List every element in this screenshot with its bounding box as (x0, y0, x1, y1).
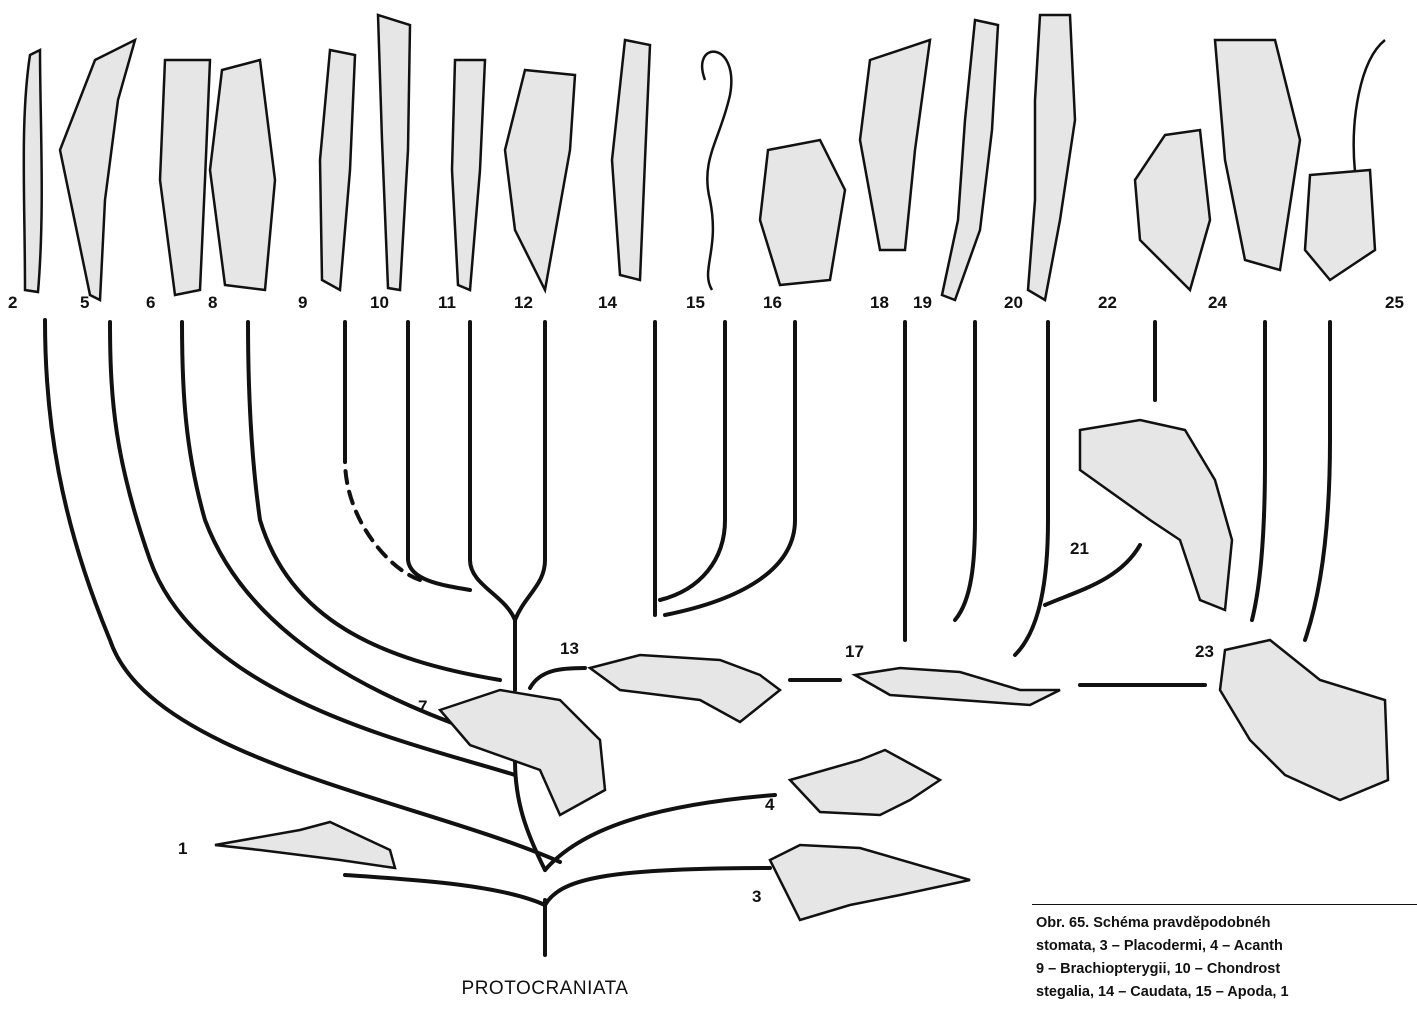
branch-to-10 (408, 322, 470, 590)
animal-11-illustration (452, 60, 485, 290)
animal-3-illustration (770, 845, 970, 920)
label-10: 10 (370, 293, 389, 312)
animal-7-illustration (440, 690, 605, 815)
branch-to-8 (248, 322, 500, 680)
animal-5-illustration (60, 40, 135, 300)
caption-line-4: stegalia, 14 – Caudata, 15 – Apoda, 1 (1036, 981, 1289, 1004)
branch-to-19 (955, 322, 975, 620)
label-3: 3 (752, 887, 761, 906)
caption-line-2: stomata, 3 – Placodermi, 4 – Acanth (1036, 935, 1283, 958)
caption-line-3: 9 – Brachiopterygii, 10 – Chondrost (1036, 958, 1280, 981)
animal-9-illustration (320, 50, 355, 290)
label-24: 24 (1208, 293, 1227, 312)
animal-19-illustration (942, 20, 998, 300)
node-illustrations (215, 420, 1388, 920)
label-20: 20 (1004, 293, 1023, 312)
label-4: 4 (765, 795, 775, 814)
label-11: 11 (438, 293, 456, 312)
label-6: 6 (146, 293, 155, 312)
branch-to-15 (660, 322, 725, 600)
animal-20-illustration (1028, 15, 1075, 300)
figure-caption: Obr. 65. Schéma pravděpodobnéh stomata, … (1032, 902, 1417, 1007)
animal-17-illustration (855, 668, 1060, 705)
branch-to-13 (530, 668, 585, 688)
branch-to-12 (515, 322, 545, 620)
branch-to-16 (665, 322, 795, 615)
label-22: 22 (1098, 293, 1117, 312)
tree-branches (45, 320, 1330, 955)
animal-10-illustration (378, 15, 410, 290)
animal-25-illustration (1305, 170, 1375, 280)
animal-15-illustration (702, 52, 731, 290)
animal-14-illustration (612, 40, 650, 280)
label-19: 19 (913, 293, 932, 312)
top-animal-illustrations (24, 15, 1385, 300)
animal-23-illustration (1220, 640, 1388, 800)
animal-24-illustration (1215, 40, 1300, 270)
animal-25-tail (1354, 40, 1385, 172)
branch-to-3 (545, 868, 770, 905)
branch-to-6 (182, 322, 500, 740)
animal-6-illustration (160, 60, 210, 295)
label-1: 1 (178, 839, 187, 858)
actinopterygii-fork (470, 322, 515, 620)
animal-22-illustration (1135, 130, 1210, 290)
branch-to-21 (1045, 545, 1140, 605)
label-2: 2 (8, 293, 17, 312)
label-25: 25 (1385, 293, 1404, 312)
label-15: 15 (686, 293, 705, 312)
animal-18-illustration (860, 40, 930, 250)
animal-4-illustration (790, 750, 940, 815)
caption-line-1: Obr. 65. Schéma pravděpodobnéh (1036, 912, 1270, 935)
label-17: 17 (845, 642, 864, 661)
caption-rule (1032, 904, 1417, 905)
branch-to-25 (1305, 322, 1330, 640)
animal-12-illustration (505, 70, 575, 290)
label-8: 8 (208, 293, 217, 312)
animal-1-illustration (215, 822, 395, 868)
branch-to-1 (45, 320, 560, 862)
branch-to-4 (545, 795, 775, 870)
animal-2-illustration (24, 50, 42, 292)
animal-13-illustration (590, 655, 780, 722)
label-21: 21 (1070, 539, 1089, 558)
label-18: 18 (870, 293, 889, 312)
label-7: 7 (418, 697, 427, 716)
label-14: 14 (598, 293, 617, 312)
branch-to-protocraniata-left (345, 875, 545, 905)
animal-8-illustration (210, 60, 275, 290)
branch-to-24 (1252, 322, 1265, 620)
label-12: 12 (514, 293, 533, 312)
root-label: PROTOCRANIATA (420, 978, 670, 1000)
label-13: 13 (560, 639, 579, 658)
top-number-labels: 2 5 6 8 9 10 11 12 14 15 16 18 19 20 22 … (8, 293, 1404, 312)
label-5: 5 (80, 293, 89, 312)
label-9: 9 (298, 293, 307, 312)
label-16: 16 (763, 293, 782, 312)
animal-16-illustration (760, 140, 845, 285)
label-23: 23 (1195, 642, 1214, 661)
